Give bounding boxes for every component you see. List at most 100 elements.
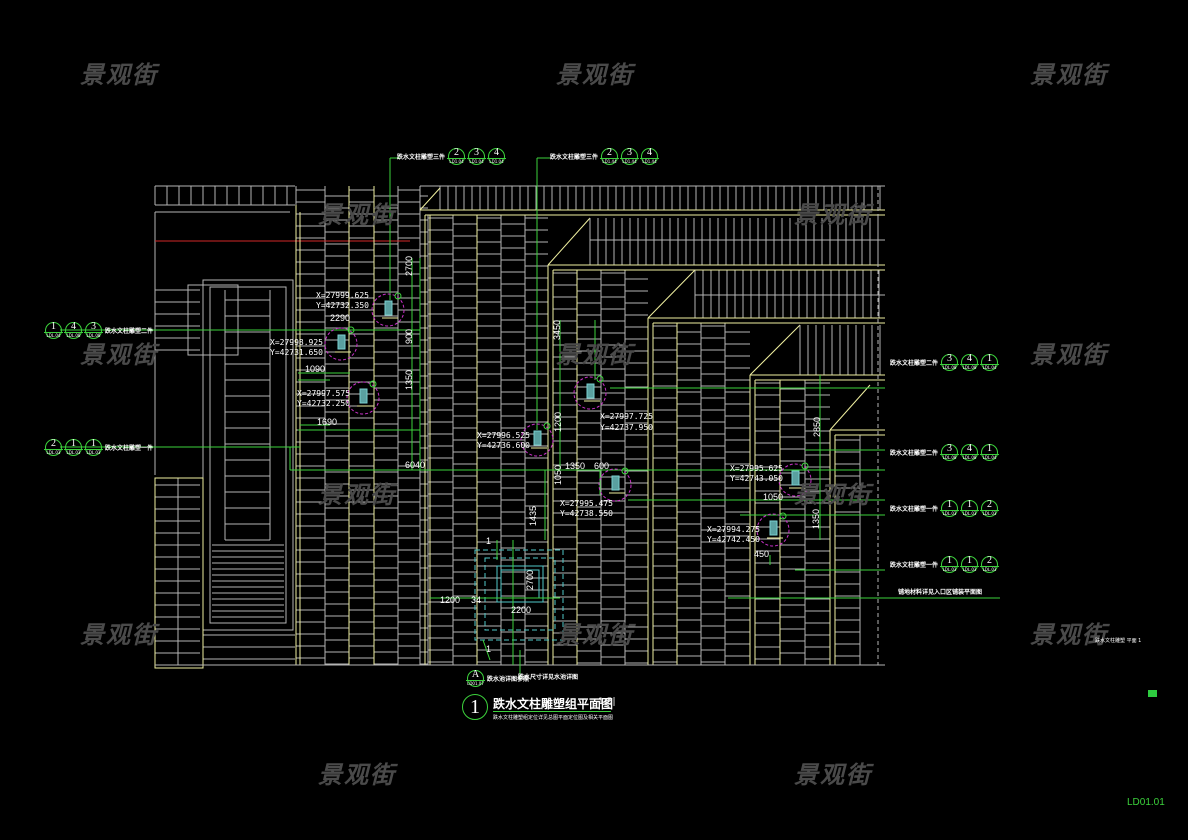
watermark: 景观街: [794, 761, 872, 789]
leader-node: [779, 512, 787, 520]
pool-note: 跌水池详图参照: [487, 676, 530, 683]
callout-text: 跌水文柱雕塑一件: [890, 562, 939, 569]
watermark: 景观街: [1030, 341, 1108, 369]
sculpture-column: [611, 475, 620, 491]
dimension-text: 1: [486, 536, 492, 546]
callout-text: 跌水文柱雕塑一件: [890, 506, 939, 513]
paving-diagonal: [749, 324, 801, 376]
dimension-text: 34: [471, 595, 482, 605]
dimension-text: 900: [404, 328, 414, 344]
callout-text: 跌水文柱雕塑三件: [550, 154, 599, 161]
coord-y: Y=42732.250: [297, 399, 350, 408]
pool-outer: [474, 549, 564, 641]
watermark: 景观街: [794, 201, 872, 229]
coord-x: X=27996.525: [477, 431, 530, 440]
watermark: 景观街: [80, 61, 158, 89]
leader-node: [596, 375, 604, 383]
leader-node: [394, 292, 402, 300]
wall-line: [154, 477, 204, 669]
sculpture-column: [791, 470, 800, 486]
callout-text: 跌水文柱雕塑一件: [105, 445, 154, 452]
watermark: 景观街: [318, 201, 396, 229]
coord-x: X=27999.625: [316, 291, 369, 300]
leader-line: [482, 639, 491, 661]
callout-text: 跌水文柱雕塑二件: [890, 450, 939, 457]
sculpture-column: [586, 383, 595, 399]
dimension-text: 2850: [812, 416, 822, 437]
coord-x: X=27997.575: [297, 389, 350, 398]
layer-marker: [1148, 690, 1157, 697]
stair-block: [202, 279, 294, 631]
sculpture-boundary: [756, 513, 790, 547]
leader-node: [543, 422, 551, 430]
dimension-text: 1200: [440, 595, 461, 605]
dimension-text: 2700: [525, 569, 535, 590]
dimension-text: 3450: [552, 319, 562, 340]
coord-x: X=27994.275: [707, 525, 760, 534]
leader-node: [347, 326, 355, 334]
leader-node: [621, 467, 629, 475]
coord-x: X=27997.725: [600, 412, 653, 421]
dimension-text: 6040: [405, 460, 426, 470]
leader-node: [369, 380, 377, 388]
coord-y: Y=42743.050: [730, 474, 783, 483]
stair-outline: [187, 284, 239, 356]
watermark: 景观街: [318, 481, 396, 509]
title-number: 1: [462, 694, 488, 720]
dimension-text: 1690: [317, 417, 338, 427]
paving-pattern: [154, 185, 885, 666]
sculpture-boundary: [778, 463, 812, 497]
pool-inner: [484, 557, 556, 631]
dimension-text: 2700: [404, 255, 414, 276]
drawing-subtitle: 跌水文柱雕塑组定位详见总图平面定位图及相关平面图: [493, 715, 614, 721]
title-underline: [493, 711, 611, 712]
coord-x: X=27998.925: [270, 338, 323, 347]
sculpture-column: [769, 520, 778, 536]
coord-y: Y=42742.450: [707, 535, 760, 544]
sculpture-boundary: [371, 293, 405, 327]
sculpture-boundary: [520, 423, 554, 457]
sculpture-column: [337, 334, 346, 350]
watermark: 景观街: [318, 761, 396, 789]
dimension-text: 1050: [763, 492, 784, 502]
callout-text: 跌水文柱雕塑三件: [397, 154, 446, 161]
sheet-number: LD01.01: [1127, 797, 1165, 808]
dimension-text: 2200: [511, 605, 532, 615]
dimension-text: 1435: [528, 505, 538, 526]
